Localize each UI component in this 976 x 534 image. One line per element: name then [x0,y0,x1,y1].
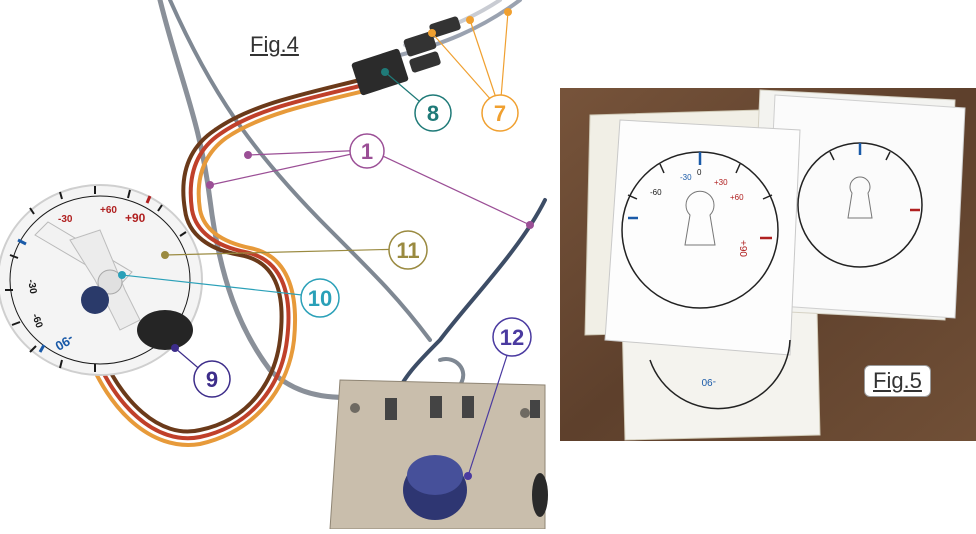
svg-text:+90: +90 [737,240,748,257]
svg-text:-30: -30 [25,279,38,296]
svg-text:-60: -60 [29,312,44,330]
fig4-label: Fig.4 [250,32,299,57]
servo-dial [0,184,203,376]
svg-text:10: 10 [308,286,332,311]
callout-8: 8 [414,94,452,132]
svg-text:-90: -90 [701,376,716,387]
svg-text:+60: +60 [100,205,117,216]
svg-text:7: 7 [494,101,506,126]
svg-text:12: 12 [500,325,524,350]
svg-text:-30: -30 [680,173,692,182]
callout-9: 9 [193,360,231,398]
callout-11: 11 [388,230,428,270]
connector-block [351,16,461,96]
fig5-label: Fig.5 [864,365,931,397]
callout-7: 7 [481,94,519,132]
callout-1: 1 [349,133,385,169]
svg-text:9: 9 [206,367,218,392]
fig5-photo [560,88,976,441]
circuit-board [329,379,548,530]
svg-text:0: 0 [697,168,702,177]
svg-text:+90: +90 [125,211,146,225]
svg-text:11: 11 [396,238,419,263]
callout-dots [118,8,534,480]
svg-text:+30: +30 [714,178,728,187]
callout-badges: 1 7 8 9 10 11 12 [193,94,532,398]
svg-text:-30: -30 [58,214,73,225]
svg-text:8: 8 [427,101,439,126]
callout-12: 12 [492,317,532,357]
callout-10: 10 [300,278,340,318]
callout-leaders [121,11,531,477]
svg-text:-60: -60 [650,188,662,197]
card-scale-labels: -30 0 +30 +60 +90 -60 -90 [650,168,748,387]
svg-text:1: 1 [361,139,373,164]
svg-text:+60: +60 [730,193,744,202]
